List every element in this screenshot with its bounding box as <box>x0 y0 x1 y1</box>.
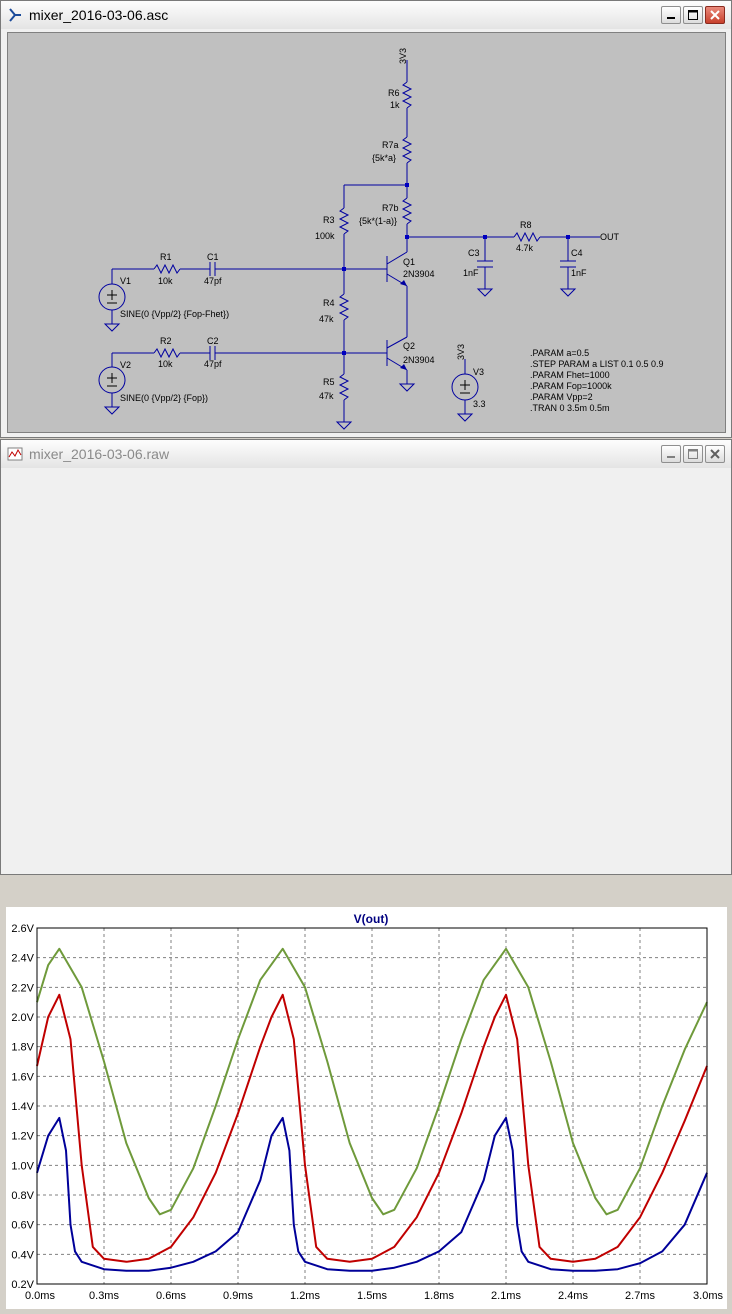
x-tick-label: 3.0ms <box>693 1290 723 1302</box>
c4-value: 1nF <box>571 268 587 278</box>
schematic-window[interactable]: mixer_2016-03-06.asc <box>0 0 732 438</box>
r8-name: R8 <box>520 220 532 230</box>
schematic-drawing[interactable]: 3V3 R6 1k R7a {5k*a} R7b {5k*(1-a)} R3 1… <box>8 33 725 432</box>
v2-value: SINE(0 {Vpp/2} {Fop}) <box>120 393 208 403</box>
minimize-icon <box>667 17 675 19</box>
schematic-window-title: mixer_2016-03-06.asc <box>29 7 169 23</box>
schematic-titlebar[interactable]: mixer_2016-03-06.asc <box>1 1 731 29</box>
c3-value: 1nF <box>463 268 479 278</box>
x-axis-ticks: 0.0ms 0.3ms 0.6ms 0.9ms 1.2ms 1.5ms 1.8ms 2.1ms… <box>25 1290 723 1302</box>
q1-model: 2N3904 <box>403 269 435 279</box>
y-tick-label: 1.0V <box>11 1160 34 1172</box>
waveform-viewer-icon <box>7 447 23 461</box>
y-tick-label: 0.4V <box>11 1249 34 1261</box>
x-tick-label: 2.4ms <box>558 1290 588 1302</box>
minimize-button[interactable] <box>661 6 681 24</box>
r7b-name: R7b <box>382 203 399 213</box>
r6-value: 1k <box>390 100 400 110</box>
q2-name: Q2 <box>403 341 415 351</box>
r5-value: 47k <box>319 391 334 401</box>
x-tick-label: 1.5ms <box>357 1290 387 1302</box>
close-button[interactable] <box>705 6 725 24</box>
v3-name: V3 <box>473 367 484 377</box>
maximize-icon <box>688 449 698 459</box>
x-tick-label: 0.0ms <box>25 1290 55 1302</box>
r7a-name: R7a <box>382 140 399 150</box>
r2-value: 10k <box>158 359 173 369</box>
r3-value: 100k <box>315 231 335 241</box>
directive-param-fhet: .PARAM Fhet=1000 <box>530 370 610 380</box>
x-tick-label: 0.6ms <box>156 1290 186 1302</box>
directive-step-param: .STEP PARAM a LIST 0.1 0.5 0.9 <box>530 359 664 369</box>
maximize-button[interactable] <box>683 6 703 24</box>
y-tick-label: 0.8V <box>11 1190 34 1202</box>
y-tick-label: 2.4V <box>11 953 34 965</box>
y-tick-label: 1.6V <box>11 1071 34 1083</box>
plot-close-button[interactable] <box>705 445 725 463</box>
x-tick-label: 2.7ms <box>625 1290 655 1302</box>
minimize-icon <box>667 456 675 458</box>
plot-titlebar[interactable]: mixer_2016-03-06.raw <box>1 440 731 468</box>
x-tick-label: 2.1ms <box>491 1290 521 1302</box>
trace-label-vout[interactable]: V(out) <box>354 912 389 926</box>
y-tick-label: 1.4V <box>11 1101 34 1113</box>
maximize-icon <box>688 10 698 20</box>
supply-net-label-top: 3V3 <box>398 48 408 64</box>
r7a-value: {5k*a} <box>372 153 396 163</box>
x-tick-label: 1.2ms <box>290 1290 320 1302</box>
y-tick-label: 0.6V <box>11 1220 34 1232</box>
plot-minimize-button[interactable] <box>661 445 681 463</box>
close-icon <box>710 10 720 20</box>
directive-param-vpp: .PARAM Vpp=2 <box>530 392 593 402</box>
x-tick-label: 0.9ms <box>223 1290 253 1302</box>
r1-name: R1 <box>160 252 172 262</box>
close-icon <box>710 449 720 459</box>
directive-param-fop: .PARAM Fop=1000k <box>530 381 612 391</box>
schematic-canvas[interactable]: 3V3 R6 1k R7a {5k*a} R7b {5k*(1-a)} R3 1… <box>7 32 726 433</box>
c3-name: C3 <box>468 248 480 258</box>
q2-model: 2N3904 <box>403 355 435 365</box>
r5-name: R5 <box>323 377 335 387</box>
r4-value: 47k <box>319 314 334 324</box>
r8-value: 4.7k <box>516 243 534 253</box>
v3-value: 3.3 <box>473 399 486 409</box>
v1-name: V1 <box>120 276 131 286</box>
c2-name: C2 <box>207 336 219 346</box>
c1-value: 47pf <box>204 276 222 286</box>
spice-directives[interactable]: .PARAM a=0.5 .STEP PARAM a LIST 0.1 0.5 … <box>530 348 664 413</box>
plot-maximize-button[interactable] <box>683 445 703 463</box>
r7b-value: {5k*(1-a)} <box>359 216 397 226</box>
directive-param-a: .PARAM a=0.5 <box>530 348 589 358</box>
q1-name: Q1 <box>403 257 415 267</box>
v1-value: SINE(0 {Vpp/2} {Fop-Fhet}) <box>120 309 229 319</box>
waveform-chart[interactable]: 0.2V0.4V0.6V0.8V1.0V1.2V1.4V1.6V1.8V2.0V… <box>6 907 727 1309</box>
out-net-label: OUT <box>600 232 620 242</box>
c1-name: C1 <box>207 252 219 262</box>
y-axis-ticks: 0.2V0.4V0.6V0.8V1.0V1.2V1.4V1.6V1.8V2.0V… <box>11 923 34 1291</box>
v2-name: V2 <box>120 360 131 370</box>
c4-name: C4 <box>571 248 583 258</box>
supply-net-label-v3: 3V3 <box>456 344 466 360</box>
x-tick-label: 0.3ms <box>89 1290 119 1302</box>
ltspice-schematic-icon <box>9 8 21 22</box>
r3-name: R3 <box>323 215 335 225</box>
y-tick-label: 2.6V <box>11 923 34 935</box>
plot-grid <box>37 928 707 1284</box>
directive-tran: .TRAN 0 3.5m 0.5m <box>530 403 610 413</box>
y-tick-label: 1.8V <box>11 1042 34 1054</box>
y-tick-label: 1.2V <box>11 1131 34 1143</box>
r2-name: R2 <box>160 336 172 346</box>
r1-value: 10k <box>158 276 173 286</box>
x-tick-label: 1.8ms <box>424 1290 454 1302</box>
plot-window-title: mixer_2016-03-06.raw <box>29 446 170 462</box>
y-tick-label: 2.2V <box>11 982 34 994</box>
r4-name: R4 <box>323 298 335 308</box>
c2-value: 47pf <box>204 359 222 369</box>
y-tick-label: 2.0V <box>11 1012 34 1024</box>
r6-name: R6 <box>388 88 400 98</box>
